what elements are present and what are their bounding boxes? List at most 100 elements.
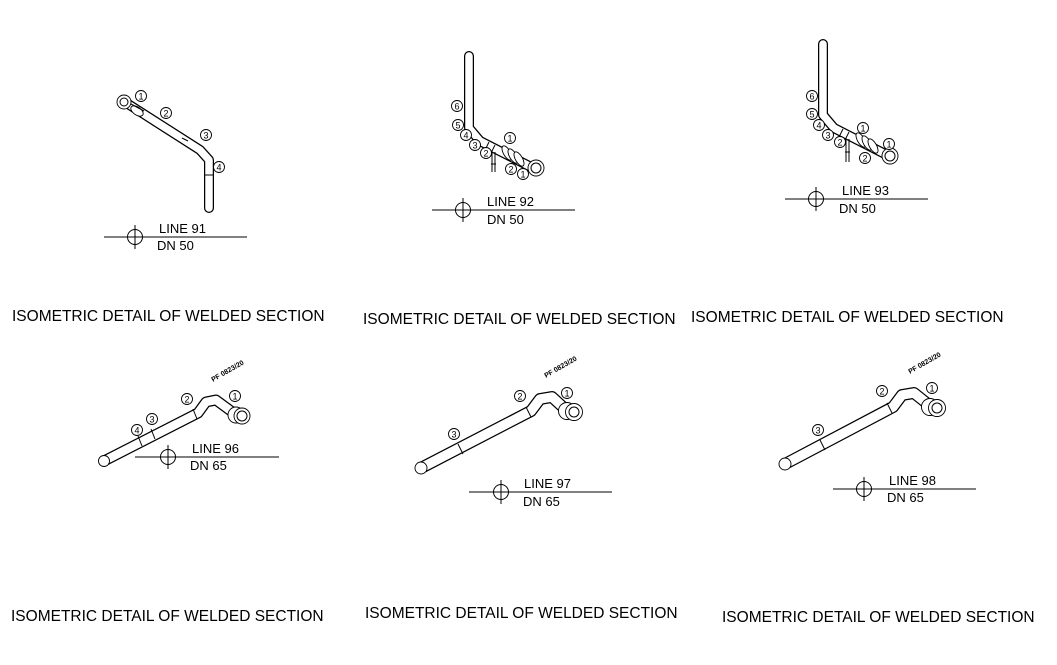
flange bbox=[855, 132, 899, 165]
line-designation: LINE 93 DN 50 bbox=[785, 183, 928, 216]
pipe-run bbox=[415, 391, 571, 474]
svg-text:2: 2 bbox=[163, 109, 168, 119]
line-designation: LINE 92 DN 50 bbox=[432, 194, 575, 227]
weld-callout-bubble: 3 bbox=[448, 428, 460, 440]
line-number: LINE 92 bbox=[487, 194, 534, 209]
detail-line-91: 1 2 3 4 LINE 91 DN 50 ISOMETRIC DETAIL O… bbox=[12, 90, 325, 325]
svg-text:3: 3 bbox=[472, 141, 477, 151]
weld-callout-bubble: 2 bbox=[480, 147, 492, 159]
svg-text:2: 2 bbox=[508, 165, 513, 175]
svg-text:2: 2 bbox=[879, 387, 884, 397]
detail-caption: ISOMETRIC DETAIL OF WELDED SECTION bbox=[722, 609, 1035, 626]
weld-callout-bubble: 2 bbox=[859, 152, 871, 164]
weld-callout-bubble: 4 bbox=[131, 424, 143, 436]
flange bbox=[558, 402, 583, 421]
weld-callout-bubble: 2 bbox=[160, 107, 172, 119]
svg-text:5: 5 bbox=[455, 121, 460, 131]
detail-caption: ISOMETRIC DETAIL OF WELDED SECTION bbox=[11, 608, 324, 625]
weld-callout-bubble: 3 bbox=[200, 129, 212, 141]
nominal-diameter: DN 65 bbox=[190, 458, 227, 473]
pipe-tag: PF 0823/20 bbox=[211, 360, 246, 384]
drain-valve bbox=[491, 152, 496, 172]
line-designation: LINE 96 DN 65 bbox=[135, 441, 279, 473]
weld-callout-bubble: 5 bbox=[806, 108, 818, 120]
nominal-diameter: DN 50 bbox=[487, 212, 524, 227]
pipe-end bbox=[414, 461, 428, 475]
svg-text:3: 3 bbox=[203, 131, 208, 141]
weld-callout-bubble: 1 bbox=[561, 387, 573, 399]
weld-callout-bubble: 2 bbox=[514, 390, 526, 402]
detail-line-96: PF 0823/20 1 2 3 4 LINE 96 DN 65 ISOMETR… bbox=[11, 360, 324, 625]
line-designation: LINE 98 DN 65 bbox=[833, 473, 976, 505]
weld-callout-bubble: 2 bbox=[834, 136, 846, 148]
nominal-diameter: DN 65 bbox=[887, 490, 924, 505]
detail-caption: ISOMETRIC DETAIL OF WELDED SECTION bbox=[363, 311, 676, 328]
line-number: LINE 91 bbox=[159, 221, 206, 236]
svg-text:1: 1 bbox=[564, 389, 569, 399]
svg-text:2: 2 bbox=[184, 395, 189, 405]
flange bbox=[501, 145, 545, 177]
detail-caption: ISOMETRIC DETAIL OF WELDED SECTION bbox=[365, 605, 678, 622]
pipe-tag: PF 0823/20 bbox=[544, 356, 579, 380]
weld-callout-bubble: 6 bbox=[451, 100, 463, 112]
weld-callout-bubble: 4 bbox=[813, 119, 825, 131]
svg-text:4: 4 bbox=[463, 131, 468, 141]
svg-text:1: 1 bbox=[929, 384, 934, 394]
svg-text:2: 2 bbox=[483, 149, 488, 159]
line-number: LINE 96 bbox=[192, 441, 239, 456]
weld-callout-bubble: 1 bbox=[883, 138, 895, 150]
weld-callout-bubble: 1 bbox=[229, 390, 241, 402]
svg-text:1: 1 bbox=[860, 124, 865, 134]
weld-callout-bubble: 1 bbox=[504, 132, 516, 144]
weld-callout-bubble: 1 bbox=[517, 168, 529, 180]
weld-callout-bubble: 3 bbox=[469, 139, 481, 151]
nominal-diameter: DN 65 bbox=[523, 494, 560, 509]
svg-text:1: 1 bbox=[232, 392, 237, 402]
detail-caption: ISOMETRIC DETAIL OF WELDED SECTION bbox=[691, 309, 1004, 326]
svg-text:4: 4 bbox=[134, 426, 139, 436]
detail-line-93: 6 5 4 3 2 1 2 1 LINE 93 DN 50 ISOMETRIC … bbox=[691, 39, 1004, 326]
svg-text:4: 4 bbox=[816, 121, 821, 131]
weld-callout-bubble: 1 bbox=[857, 122, 869, 134]
detail-line-97: PF 0823/20 1 2 3 LINE 97 DN 65 ISOMETRIC… bbox=[365, 356, 678, 622]
detail-caption: ISOMETRIC DETAIL OF WELDED SECTION bbox=[12, 308, 325, 325]
weld-callout-bubble: 2 bbox=[505, 163, 517, 175]
flange bbox=[227, 406, 251, 425]
line-number: LINE 93 bbox=[842, 183, 889, 198]
detail-line-98: PF 0823/20 1 2 3 LINE 98 DN 65 ISOMETRIC… bbox=[722, 352, 1035, 626]
weld-callout-bubble: 1 bbox=[926, 382, 938, 394]
svg-text:3: 3 bbox=[451, 430, 456, 440]
drain-valve bbox=[845, 139, 850, 162]
svg-text:4: 4 bbox=[216, 163, 221, 173]
weld-callout-bubble: 3 bbox=[146, 413, 158, 425]
svg-text:6: 6 bbox=[809, 92, 814, 102]
pipe-run bbox=[123, 99, 214, 213]
weld-callout-bubble: 4 bbox=[460, 129, 472, 141]
weld-callout-bubble: 6 bbox=[806, 90, 818, 102]
line-designation: LINE 97 DN 65 bbox=[469, 476, 612, 509]
weld-callout-bubble: 5 bbox=[452, 119, 464, 131]
pipe-run bbox=[464, 51, 538, 173]
svg-text:3: 3 bbox=[815, 426, 820, 436]
weld-callout-bubble: 3 bbox=[822, 129, 834, 141]
detail-line-92: 6 5 4 3 2 1 2 1 LINE 92 DN 50 ISOMETRIC … bbox=[363, 51, 676, 328]
nominal-diameter: DN 50 bbox=[839, 201, 876, 216]
svg-text:3: 3 bbox=[149, 415, 154, 425]
svg-text:2: 2 bbox=[517, 392, 522, 402]
svg-text:2: 2 bbox=[837, 138, 842, 148]
weld-callout-bubble: 3 bbox=[812, 424, 824, 436]
weld-callout-bubble: 4 bbox=[213, 161, 225, 173]
svg-text:1: 1 bbox=[886, 140, 891, 150]
svg-text:6: 6 bbox=[454, 102, 459, 112]
pipe-run bbox=[98, 394, 241, 467]
svg-text:5: 5 bbox=[809, 110, 814, 120]
line-number: LINE 98 bbox=[889, 473, 936, 488]
svg-text:2: 2 bbox=[862, 154, 867, 164]
pipe-tag: PF 0823/20 bbox=[908, 352, 943, 376]
svg-text:1: 1 bbox=[520, 170, 525, 180]
nominal-diameter: DN 50 bbox=[157, 238, 194, 253]
svg-text:1: 1 bbox=[507, 134, 512, 144]
flange bbox=[116, 94, 145, 117]
weld-callout-bubble: 1 bbox=[135, 90, 147, 102]
